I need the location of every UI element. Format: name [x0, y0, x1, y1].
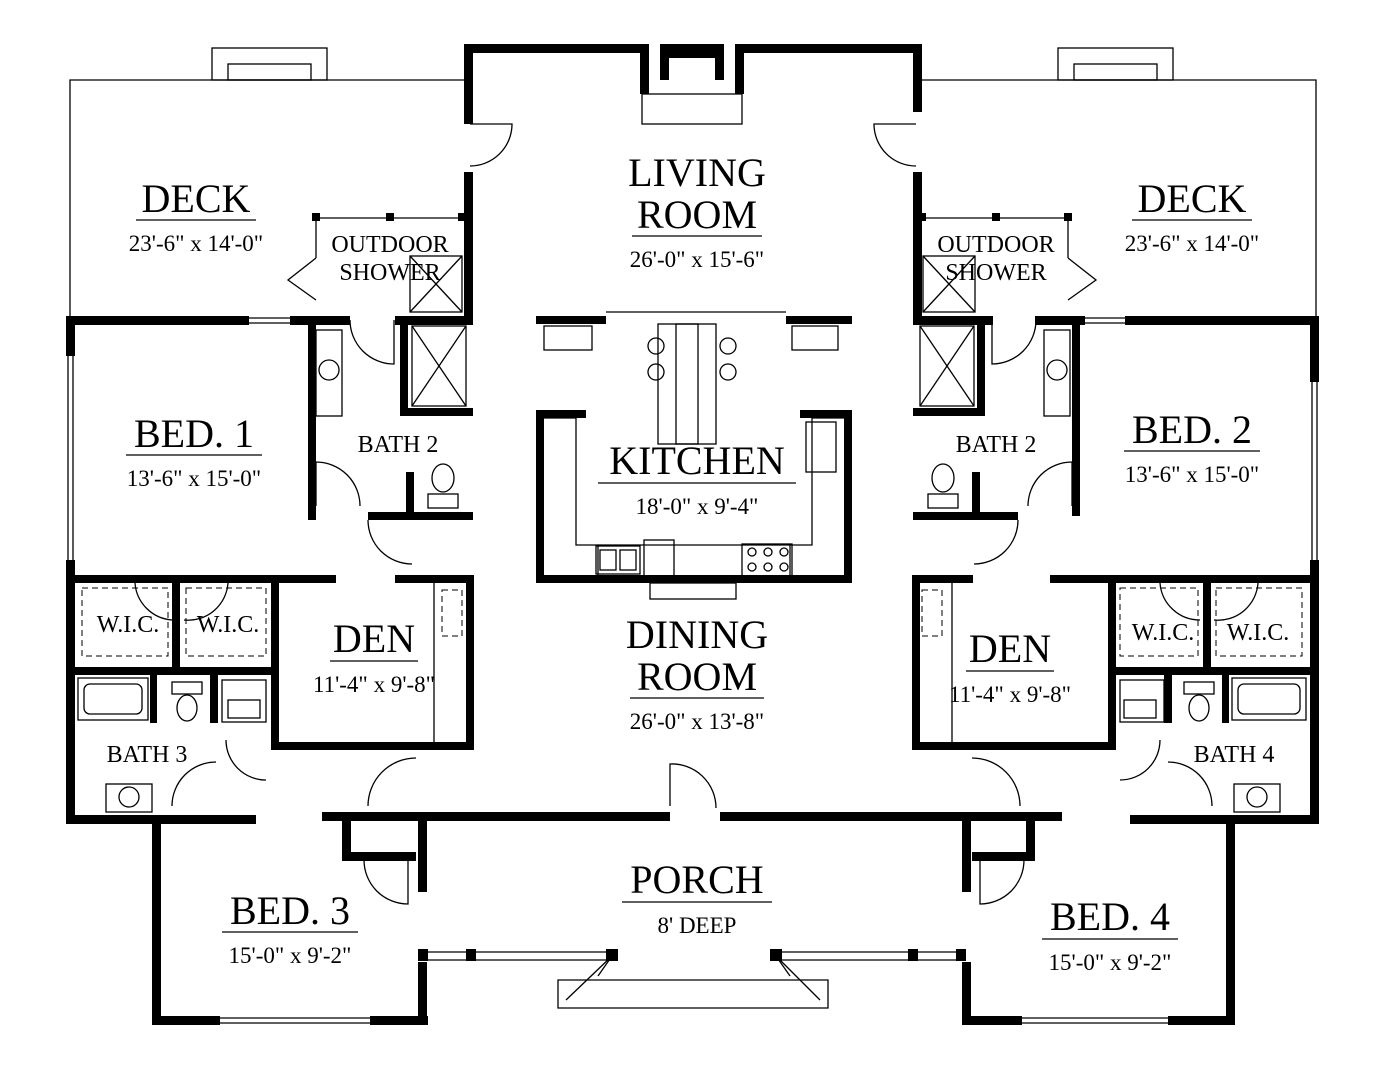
living-room-dim: 26'-0" x 15'-6": [630, 247, 764, 272]
wic-right-1-name: W.I.C.: [1132, 620, 1194, 646]
porch-dim: 8' DEEP: [658, 913, 737, 938]
bath2-right-name: BATH 2: [956, 432, 1037, 458]
bed1-name: BED. 1: [134, 411, 254, 456]
wic-left-1-name: W.I.C.: [97, 612, 159, 638]
kitchen-name: KITCHEN: [609, 438, 785, 483]
bed3-name: BED. 3: [230, 888, 350, 933]
deck-left-name: DECK: [142, 176, 251, 221]
bed2-name: BED. 2: [1132, 407, 1252, 452]
deck-right-name: DECK: [1138, 176, 1247, 221]
bed4-name: BED. 4: [1050, 894, 1170, 939]
living-room-name-line1: LIVING: [628, 150, 766, 195]
deck-right-dim: 23'-6" x 14'-0": [1125, 231, 1259, 256]
outdoor-shower-left-line2: SHOWER: [339, 260, 440, 286]
bed1-dim: 13'-6" x 15'-0": [127, 466, 261, 491]
dining-room-name-line2: ROOM: [637, 654, 757, 699]
bath3-name: BATH 3: [107, 742, 188, 768]
outdoor-shower-right-line2: SHOWER: [945, 260, 1046, 286]
outdoor-shower-right-line1: OUTDOOR: [937, 232, 1054, 258]
bath4-name: BATH 4: [1194, 742, 1275, 768]
bed2-dim: 13'-6" x 15'-0": [1125, 462, 1259, 487]
den-left-dim: 11'-4" x 9'-8": [313, 672, 435, 697]
wic-left-2-name: W.I.C.: [197, 612, 259, 638]
room-labels: DECK 23'-6" x 14'-0" DECK 23'-6" x 14'-0…: [97, 150, 1289, 975]
deck-left-dim: 23'-6" x 14'-0": [129, 231, 263, 256]
bed3-dim: 15'-0" x 9'-2": [229, 943, 352, 968]
kitchen-dim: 18'-0" x 9'-4": [636, 494, 759, 519]
door-swings: [134, 123, 1259, 905]
living-room-name-line2: ROOM: [637, 192, 757, 237]
bed4-dim: 15'-0" x 9'-2": [1049, 950, 1172, 975]
outdoor-shower-left-line1: OUTDOOR: [331, 232, 448, 258]
dining-room-name-line1: DINING: [626, 612, 768, 657]
deck-outlines: [69, 47, 1317, 320]
bath2-left-name: BATH 2: [358, 432, 439, 458]
walls: [66, 44, 1319, 1025]
wic-right-2-name: W.I.C.: [1227, 620, 1289, 646]
den-right-name: DEN: [969, 626, 1051, 671]
porch-name: PORCH: [630, 857, 763, 902]
fixtures: [67, 45, 1318, 1024]
den-left-name: DEN: [333, 616, 415, 661]
den-right-dim: 11'-4" x 9'-8": [949, 682, 1071, 707]
dining-room-dim: 26'-0" x 13'-8": [630, 709, 764, 734]
